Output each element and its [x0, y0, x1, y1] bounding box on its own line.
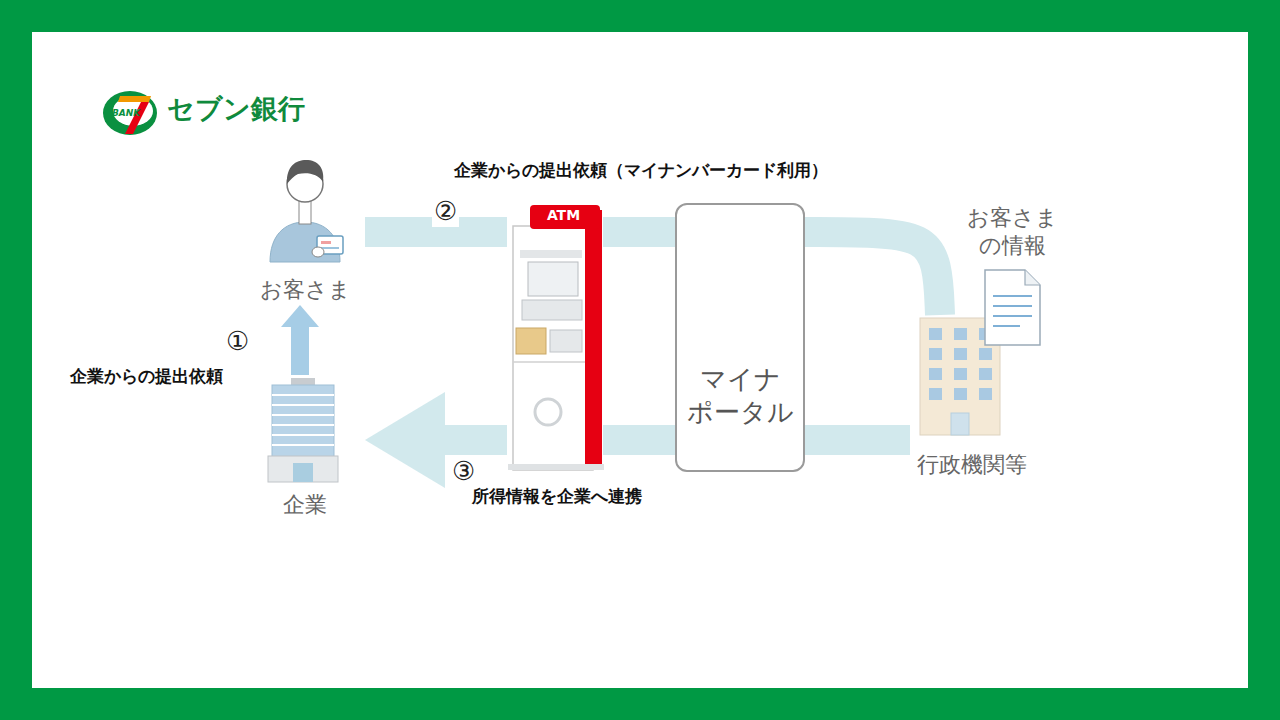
company-building-part — [293, 463, 313, 482]
edge-label: 所得情報を企業へ連携 — [470, 486, 644, 506]
callout-number: ③ — [450, 456, 477, 487]
arrow-head — [281, 305, 319, 327]
bank-logo-part — [103, 91, 157, 135]
flow-band — [805, 232, 940, 315]
bank-logo — [103, 91, 157, 135]
company-node: 企業 — [245, 375, 365, 520]
atm-machine-part — [530, 205, 600, 229]
company-building-part — [272, 444, 334, 446]
agency-node: 行政機関等 — [910, 315, 1034, 480]
callout-number: ① — [224, 326, 251, 357]
company-building-part — [272, 434, 334, 436]
building-window-part — [929, 388, 942, 400]
company-building-part — [272, 414, 334, 416]
company-building-part — [272, 404, 334, 406]
flow-band — [603, 217, 675, 247]
logo-mark-text: BANK — [110, 108, 142, 119]
atm-machine-part — [516, 328, 546, 354]
callout-number: ② — [432, 196, 459, 227]
arrow-head — [365, 392, 445, 488]
person-icon-part — [321, 241, 331, 244]
government-building-part — [951, 413, 969, 435]
atm-machine-part — [550, 330, 582, 352]
customer-node: お客さま — [245, 160, 365, 305]
person-icon-part — [270, 222, 340, 262]
building-window-part — [929, 348, 942, 360]
building-window-part — [979, 348, 992, 360]
atm-node: ATM — [507, 200, 603, 470]
person-icon — [270, 160, 343, 262]
bank-logo-part — [118, 96, 151, 102]
building-window-part — [929, 368, 942, 380]
info-node: お客さまの情報 — [962, 200, 1062, 266]
person-icon-part — [299, 200, 311, 224]
node-label: 行政機関等 — [917, 451, 1027, 479]
building-window-part — [954, 348, 967, 360]
atm-machine-part — [522, 300, 582, 320]
document-icon-part — [993, 325, 1020, 327]
node-label: 企業 — [283, 491, 327, 519]
atm-machine — [508, 205, 604, 470]
flow-connector — [365, 392, 507, 488]
company-building-part — [272, 424, 334, 426]
company-building-part — [268, 456, 338, 482]
document-icon-part — [993, 295, 1032, 297]
flow-connector — [805, 440, 910, 441]
portal-box: マイナ ポータル — [675, 203, 805, 472]
node-label: お客さま — [260, 276, 351, 304]
atm-machine-part — [508, 464, 604, 470]
flow-connector — [603, 232, 675, 233]
flow-connector — [365, 232, 507, 233]
atm-machine-part — [513, 226, 593, 470]
node-label: ATM — [547, 207, 580, 225]
building-window-part — [929, 328, 942, 340]
building-window-part — [979, 388, 992, 400]
building-window-part — [979, 368, 992, 380]
person-icon-part — [321, 247, 339, 249]
bank-name: セブン銀行 — [165, 93, 307, 125]
document-icon-part — [993, 305, 1032, 307]
flow-connector — [281, 305, 319, 375]
building-window-part — [954, 368, 967, 380]
atm-machine-part — [513, 361, 585, 363]
building-window-part — [954, 328, 967, 340]
flow-band — [603, 425, 675, 455]
company-building — [268, 378, 338, 482]
atm-machine-part — [585, 210, 602, 470]
atm-machine-part — [520, 250, 582, 258]
atm-machine-part — [528, 262, 578, 296]
building-window — [929, 328, 992, 400]
flow-band — [291, 326, 309, 375]
document-icon-part — [993, 315, 1032, 317]
flow-band — [805, 425, 910, 455]
document-icon-part — [985, 270, 1040, 345]
company-building-part — [272, 385, 334, 457]
atm-machine-part — [535, 399, 561, 425]
flow-connector — [603, 440, 675, 441]
person-icon-part — [287, 160, 323, 184]
flow-connector — [805, 232, 940, 315]
person-icon-part — [312, 247, 324, 257]
edge-label: 企業からの提出依頼（マイナンバーカード利用） — [452, 160, 830, 180]
white-panel — [32, 32, 1248, 688]
document-icon-part — [1025, 270, 1040, 285]
flow-band — [444, 425, 507, 455]
node-label: お客さまの情報 — [966, 204, 1058, 259]
company-building-part — [272, 394, 334, 396]
node-label: マイナ ポータル — [681, 363, 799, 428]
building-window-part — [954, 388, 967, 400]
document-icon — [985, 270, 1040, 345]
edge-label: 企業からの提出依頼 — [68, 366, 225, 386]
